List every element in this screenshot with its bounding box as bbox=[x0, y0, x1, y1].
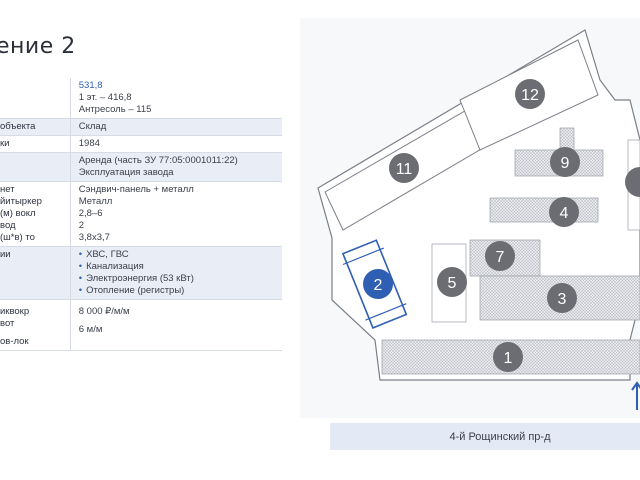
list-item: Отопление (регистры) bbox=[79, 285, 282, 297]
marker-1: 1 bbox=[493, 342, 523, 372]
marker-7: 7 bbox=[485, 241, 515, 271]
table-row-utilities: ии ХВС, ГВС Канализация Электроэнергия (… bbox=[0, 247, 282, 300]
table-row-area: 531,8 1 эт. – 416,8 Антресоль – 115 bbox=[0, 78, 282, 119]
row-label bbox=[0, 78, 70, 118]
table-row-year: ки 1984 bbox=[0, 136, 282, 153]
svg-text:12: 12 bbox=[521, 87, 539, 104]
row-value: 531,8 1 эт. – 416,8 Антресоль – 115 bbox=[69, 78, 282, 118]
svg-text:5: 5 bbox=[448, 275, 457, 292]
row-label: объекта bbox=[0, 121, 36, 132]
table-row-construction: тен рекрытий лков (м) дов от (в*ш) Сэндв… bbox=[0, 182, 282, 247]
entrance-arrow-icon bbox=[631, 381, 640, 410]
row-value: ХВС, ГВС Канализация Электроэнергия (53 … bbox=[69, 247, 282, 299]
marker-3: 3 bbox=[547, 283, 577, 313]
site-plan: 12 11 9 4 7 5 3 2 1 bbox=[300, 18, 640, 418]
list-item: ХВС, ГВС bbox=[79, 249, 282, 261]
row-value: Аренда (часть ЗУ 77:05:0001011:22) Экспл… bbox=[69, 153, 282, 181]
svg-text:4: 4 bbox=[560, 205, 569, 222]
list-item: Электроэнергия (53 кВт) bbox=[79, 273, 282, 285]
row-value: Сэндвич-панель + металл Металл 2,8–6 2 3… bbox=[69, 182, 282, 246]
row-label: тен рекрытий лков (м) дов от (в*ш) bbox=[0, 184, 42, 243]
marker-5: 5 bbox=[437, 267, 467, 297]
marker-12: 12 bbox=[515, 79, 545, 109]
page-title: ение 2 bbox=[0, 34, 76, 59]
row-label: рковки тов кол-во bbox=[0, 306, 30, 347]
svg-text:11: 11 bbox=[396, 161, 413, 178]
row-label bbox=[0, 153, 70, 181]
table-row-parking: рковки тов кол-во 8 000 ₽/м/м 6 м/м bbox=[0, 300, 282, 351]
row-value: 8 000 ₽/м/м 6 м/м bbox=[69, 300, 282, 350]
marker-4: 4 bbox=[549, 197, 579, 227]
area-floor1: 1 эт. – 416,8 bbox=[78, 92, 132, 103]
marker-6 bbox=[625, 167, 640, 197]
area-mezzanine: Антресоль – 115 bbox=[78, 104, 152, 115]
street-label-bar: 4-й Рощинский пр-д bbox=[330, 423, 640, 450]
marker-2: 2 bbox=[363, 269, 393, 299]
row-label: ки bbox=[0, 138, 10, 149]
svg-text:7: 7 bbox=[496, 249, 505, 266]
table-row-land: Аренда (часть ЗУ 77:05:0001011:22) Экспл… bbox=[0, 153, 282, 182]
spec-table: 531,8 1 эт. – 416,8 Антресоль – 115 объе… bbox=[0, 78, 282, 351]
row-label: ии bbox=[0, 249, 11, 260]
table-row-purpose: объекта Склад bbox=[0, 119, 282, 136]
svg-text:1: 1 bbox=[504, 350, 513, 367]
marker-11: 11 bbox=[389, 153, 419, 183]
row-value: 1984 bbox=[69, 136, 282, 152]
street-name: 4-й Рощинский пр-д bbox=[449, 430, 551, 443]
area-total: 531,8 bbox=[78, 80, 103, 91]
row-value: Склад bbox=[69, 119, 282, 135]
building-4 bbox=[489, 197, 599, 223]
list-item: Канализация bbox=[79, 261, 282, 273]
svg-text:9: 9 bbox=[561, 155, 570, 172]
svg-text:3: 3 bbox=[558, 291, 567, 308]
svg-text:2: 2 bbox=[374, 277, 383, 294]
marker-9: 9 bbox=[550, 147, 580, 177]
